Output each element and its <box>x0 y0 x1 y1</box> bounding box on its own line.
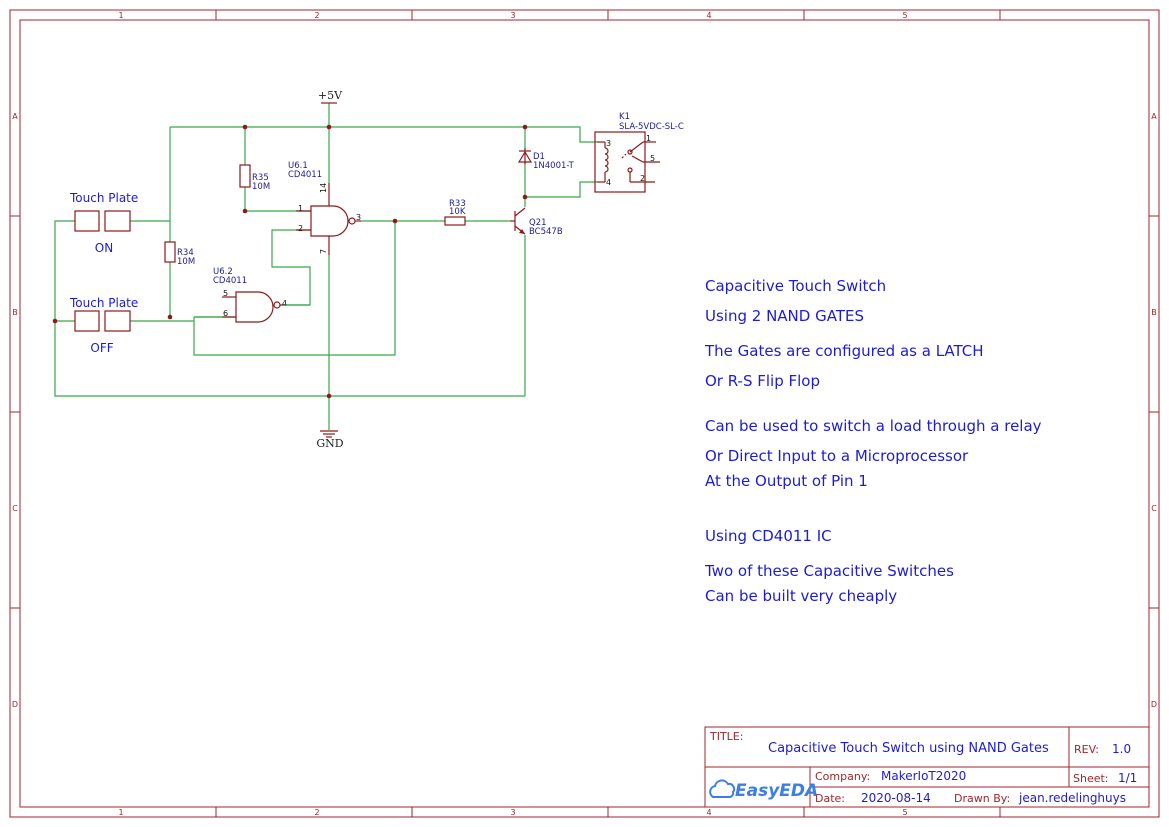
svg-text:1N4001-T: 1N4001-T <box>533 161 575 171</box>
drawn-by-value: jean.redelinghuys <box>1018 791 1126 805</box>
company-value: MakerIoT2020 <box>881 769 966 783</box>
zone-col-2-bottom: 2 <box>314 808 319 817</box>
description-notes: Capacitive Touch Switch Using 2 NAND GAT… <box>704 277 1042 605</box>
svg-text:R33: R33 <box>449 199 466 209</box>
svg-text:K1: K1 <box>619 112 630 122</box>
date-key: Date: <box>815 792 845 805</box>
zone-row-labels: A B C D A B C D <box>12 112 1157 709</box>
svg-text:SLA-5VDC-SL-C: SLA-5VDC-SL-C <box>619 122 684 132</box>
svg-text:5: 5 <box>223 289 228 298</box>
svg-text:Q21: Q21 <box>529 218 547 228</box>
zone-row-a-right: A <box>1151 112 1157 121</box>
zone-row-d-left: D <box>12 700 18 709</box>
svg-text:6: 6 <box>223 309 228 318</box>
svg-text:2: 2 <box>298 224 303 233</box>
zone-row-b-left: B <box>12 308 18 317</box>
zone-col-5-top: 5 <box>902 11 907 20</box>
drawn-by-key: Drawn By: <box>954 792 1010 805</box>
svg-text:10K: 10K <box>449 207 466 217</box>
easyeda-logo: EasyEDA <box>709 779 818 801</box>
svg-text:14: 14 <box>319 183 328 193</box>
zone-col-1-bottom: 1 <box>118 808 123 817</box>
wires <box>54 103 597 430</box>
svg-text:U6.1: U6.1 <box>288 161 308 171</box>
svg-text:BC547B: BC547B <box>529 227 563 237</box>
svg-text:5: 5 <box>650 154 655 163</box>
title-key: TITLE: <box>709 730 743 743</box>
svg-text:CD4011: CD4011 <box>288 170 322 180</box>
note-line: Two of these Capacitive Switches <box>704 562 954 580</box>
sheet-frame <box>9 9 1160 818</box>
company-key: Company: <box>815 770 870 783</box>
note-line: Using 2 NAND GATES <box>705 307 864 325</box>
zone-col-4-bottom: 4 <box>706 808 711 817</box>
drawing-title: Capacitive Touch Switch using NAND Gates <box>768 741 1049 756</box>
nand-gate-u6-2[interactable]: U6.2 CD4011 5 6 4 <box>213 267 287 323</box>
vcc-label: +5V <box>318 89 343 102</box>
cloud-icon <box>709 779 736 798</box>
gnd-label: GND <box>316 437 343 450</box>
svg-text:CD4011: CD4011 <box>213 276 247 286</box>
resistor-r33[interactable]: R33 10K <box>444 199 466 226</box>
sheet-key: Sheet: <box>1073 772 1109 785</box>
zone-col-1-top: 1 <box>118 11 123 20</box>
zone-row-b-right: B <box>1151 308 1157 317</box>
note-line: Or R-S Flip Flop <box>705 372 820 390</box>
svg-text:10M: 10M <box>252 182 270 192</box>
touch-plate-off[interactable]: Touch Plate OFF <box>69 296 138 355</box>
zone-row-c-left: C <box>12 504 18 513</box>
touch-plate-on[interactable]: Touch Plate ON <box>69 191 138 255</box>
note-line: Capacitive Touch Switch <box>705 277 886 295</box>
junctions <box>52 124 528 399</box>
nand-gate-u6-1[interactable]: U6.1 CD4011 14 1 2 3 7 <box>288 161 361 255</box>
relay-k1[interactable]: K1 SLA-5VDC-SL-C 3 4 1 5 2 <box>594 112 684 193</box>
logo-text: EasyEDA <box>735 781 818 801</box>
zone-row-d-right: D <box>1151 700 1157 709</box>
note-line: The Gates are configured as a LATCH <box>704 342 984 360</box>
diode-d1[interactable]: D1 1N4001-T <box>517 148 575 171</box>
sheet-value: 1/1 <box>1118 771 1137 785</box>
note-line: At the Output of Pin 1 <box>705 472 868 490</box>
transistor-q21[interactable]: Q21 BC547B <box>510 207 563 237</box>
zone-row-a-left: A <box>12 112 18 121</box>
rev-value: 1.0 <box>1112 742 1131 756</box>
zone-row-c-right: C <box>1151 504 1157 513</box>
svg-text:2: 2 <box>640 174 645 183</box>
svg-text:1: 1 <box>298 204 303 213</box>
note-line: Can be built very cheaply <box>705 587 897 605</box>
note-line: Using CD4011 IC <box>705 527 832 545</box>
svg-text:7: 7 <box>319 249 328 254</box>
zone-col-4-top: 4 <box>706 11 711 20</box>
zone-col-2-top: 2 <box>314 11 319 20</box>
svg-text:D1: D1 <box>533 152 545 162</box>
note-line: Can be used to switch a load through a r… <box>705 417 1042 435</box>
resistor-r34[interactable]: R34 10M <box>164 241 195 267</box>
title-block: TITLE: Capacitive Touch Switch using NAN… <box>704 726 1150 808</box>
rev-key: REV: <box>1074 743 1099 756</box>
svg-text:4: 4 <box>282 299 287 308</box>
touch-plate-off-state: OFF <box>90 341 113 355</box>
resistor-r35[interactable]: R35 10M <box>239 164 270 192</box>
svg-text:R34: R34 <box>177 248 194 258</box>
svg-text:10M: 10M <box>177 257 195 267</box>
svg-text:U6.2: U6.2 <box>213 267 233 277</box>
date-value: 2020-08-14 <box>861 791 931 805</box>
svg-text:3: 3 <box>606 139 611 148</box>
svg-text:1: 1 <box>646 134 651 143</box>
touch-plate-on-title: Touch Plate <box>69 191 138 205</box>
zone-column-labels: 1 2 3 4 5 1 2 3 4 5 <box>118 11 907 817</box>
gnd-symbol: GND <box>316 430 344 450</box>
touch-plate-off-title: Touch Plate <box>69 296 138 310</box>
svg-text:4: 4 <box>606 178 611 187</box>
zone-col-3-top: 3 <box>510 11 515 20</box>
touch-plate-on-state: ON <box>95 241 113 255</box>
vcc-symbol: +5V <box>318 89 343 104</box>
svg-text:R35: R35 <box>252 173 269 183</box>
note-line: Or Direct Input to a Microprocessor <box>705 447 969 465</box>
svg-text:3: 3 <box>356 213 361 222</box>
zone-col-3-bottom: 3 <box>510 808 515 817</box>
zone-col-5-bottom: 5 <box>902 808 907 817</box>
